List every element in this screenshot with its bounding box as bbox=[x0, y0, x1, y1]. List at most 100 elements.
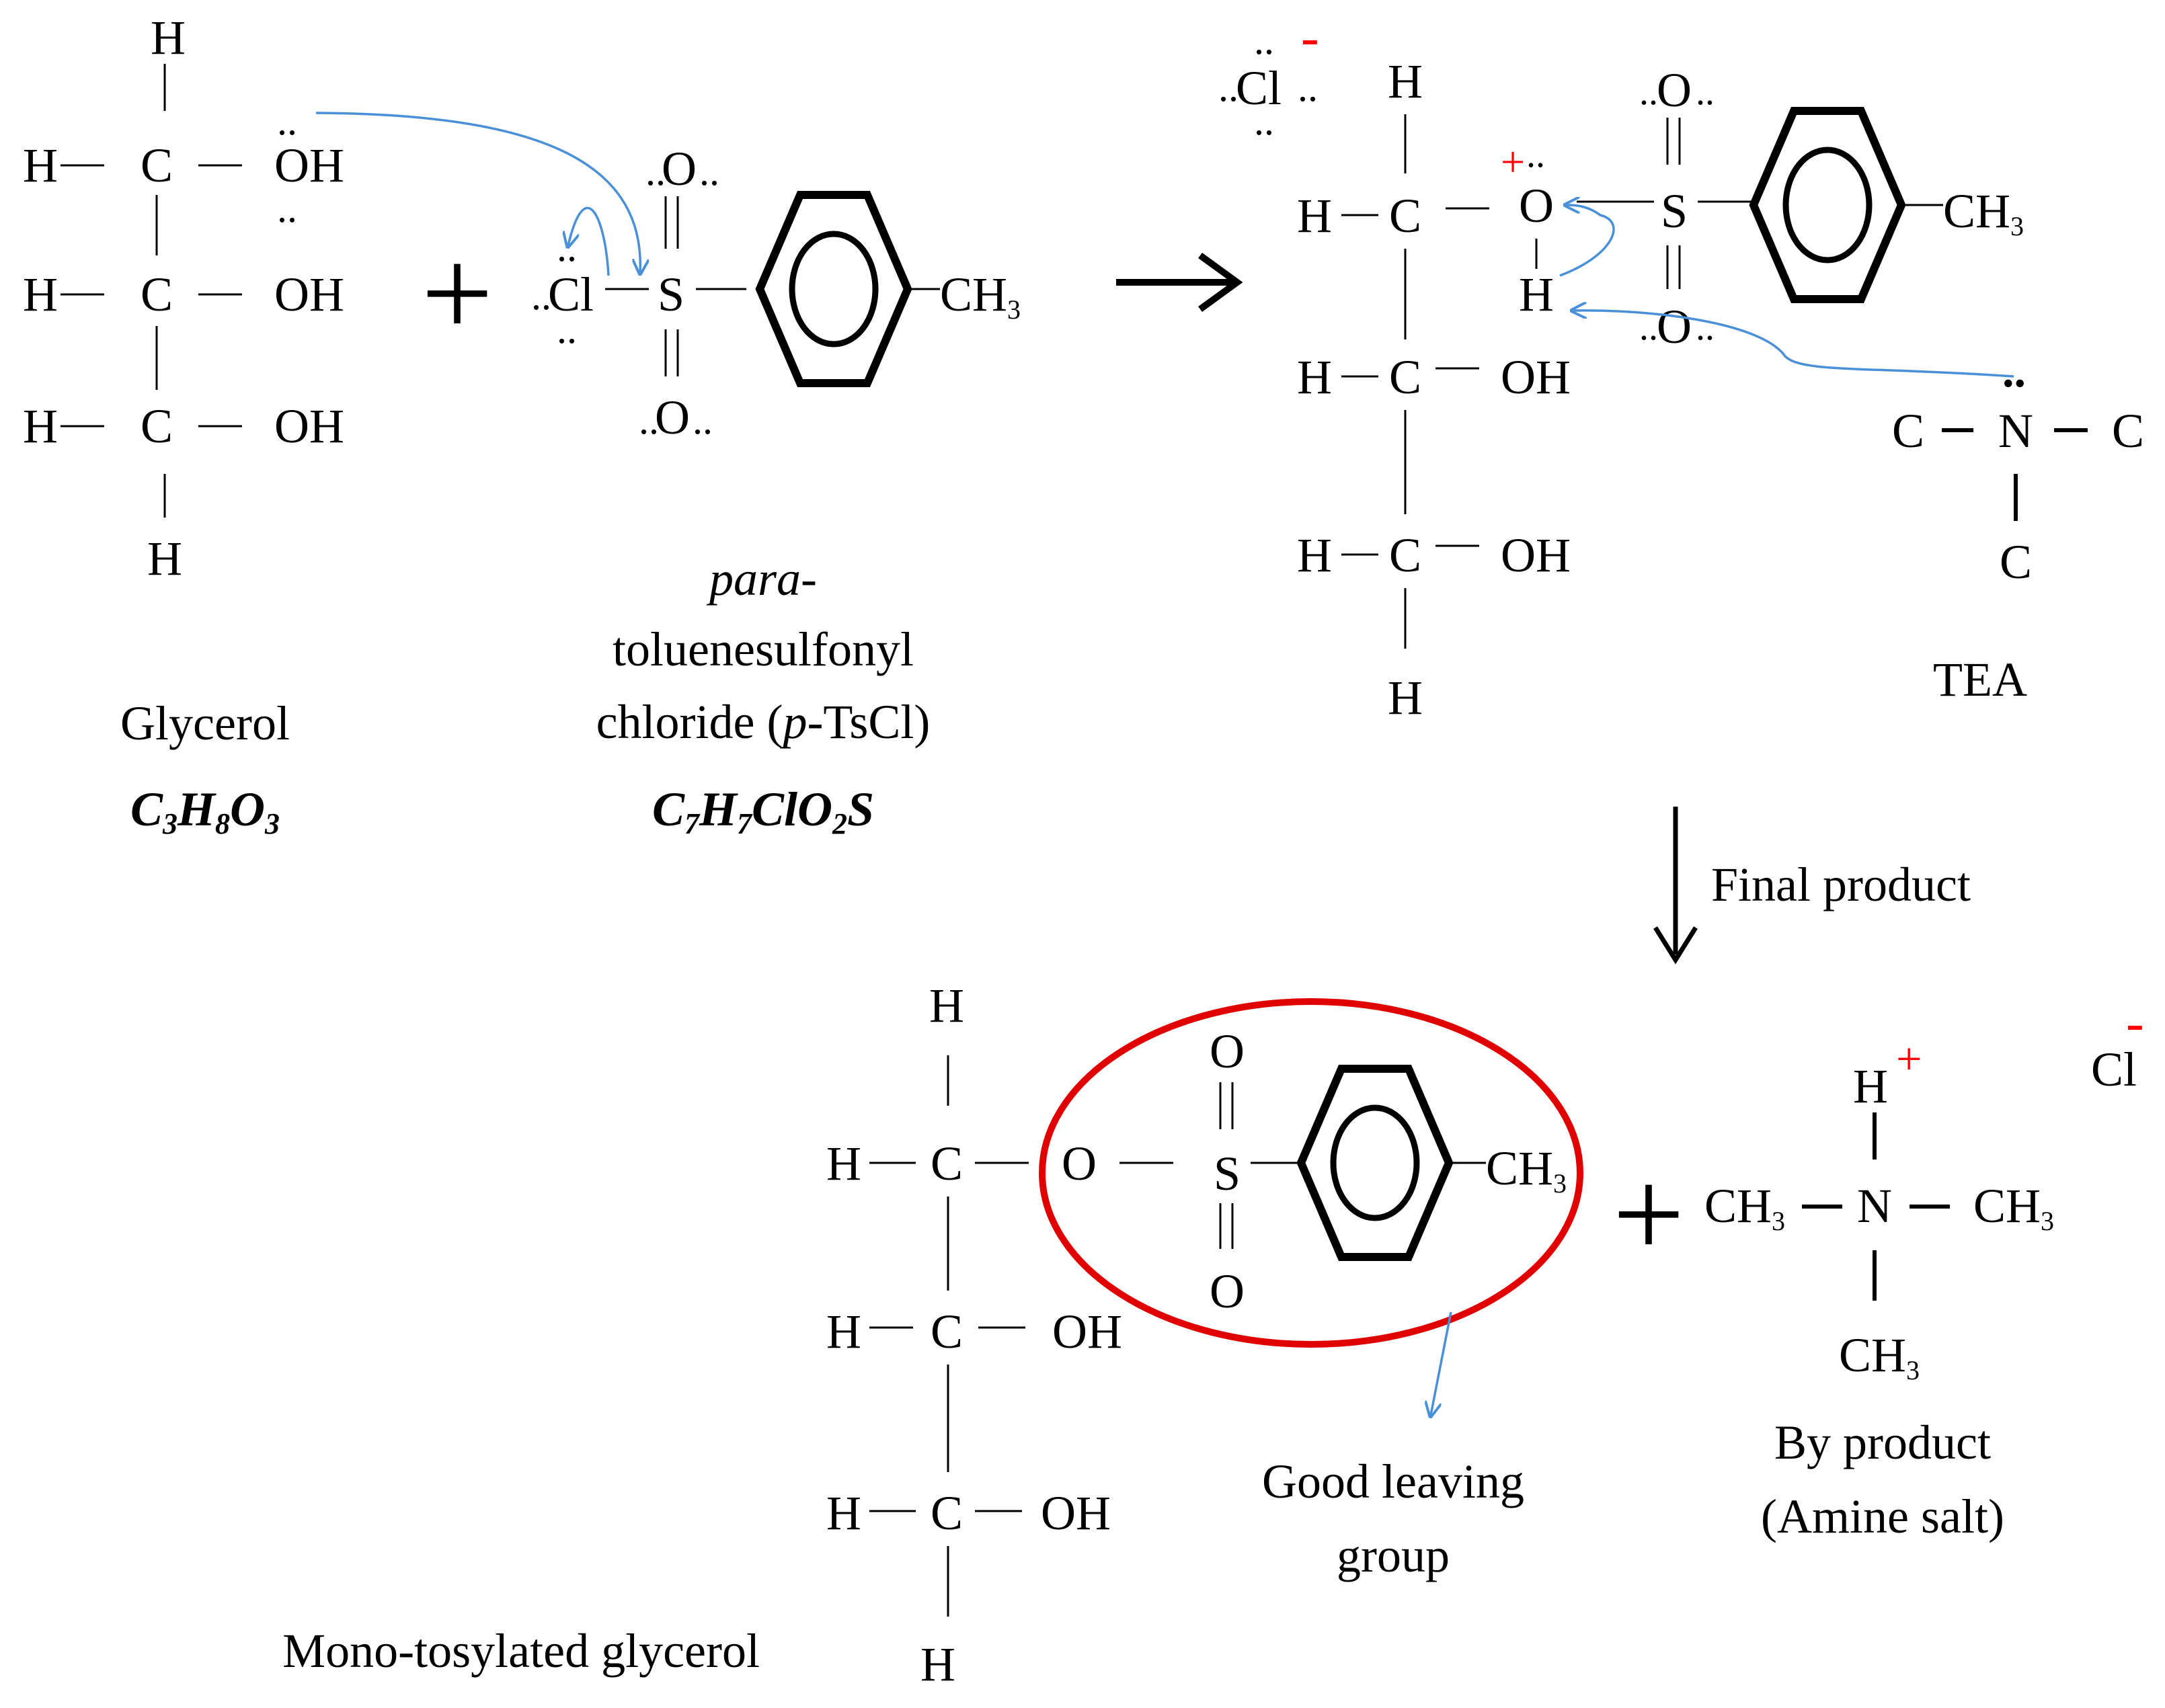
product-structure: H H C O O S O CH3 H C OH H C OH H Mono-t… bbox=[282, 979, 1567, 1691]
amine-salt-structure: H + CH3 N CH3 CH3 Cl - By product (Amine… bbox=[1704, 993, 2144, 1543]
lone-pair: .. bbox=[1639, 71, 1658, 113]
atom-c: C bbox=[141, 268, 173, 321]
lone-pair: .. bbox=[2002, 345, 2026, 397]
leaving-group-label-line2: group bbox=[1337, 1529, 1450, 1582]
plus-sign: + bbox=[421, 223, 493, 364]
atom-h: H bbox=[826, 1137, 861, 1190]
hydroxyl-group: OH bbox=[1501, 350, 1571, 404]
atom-c: C bbox=[931, 1305, 963, 1358]
atom-h: H bbox=[929, 979, 964, 1032]
benzene-ring bbox=[1296, 1065, 1454, 1261]
chloride-ion: Cl bbox=[1236, 61, 1282, 115]
tea-label: TEA bbox=[1933, 653, 2027, 706]
leaving-group-highlight bbox=[1039, 998, 1583, 1348]
protonated-oxygen: O bbox=[1519, 179, 1554, 233]
hydroxyl-group: OH bbox=[274, 399, 344, 453]
atom-h: H bbox=[151, 11, 186, 65]
atom-h: H bbox=[826, 1486, 861, 1540]
tscl-formula: C7H7ClO2S bbox=[652, 782, 874, 840]
atom-o: O bbox=[655, 391, 690, 444]
atom-o: O bbox=[1062, 1137, 1097, 1190]
positive-charge: + bbox=[1501, 138, 1525, 186]
lone-pair: .. bbox=[557, 225, 577, 270]
atom-h: H bbox=[1388, 54, 1423, 108]
hydroxyl-group: OH bbox=[1501, 528, 1571, 582]
lone-pair: .. bbox=[639, 398, 659, 442]
electron-arrow bbox=[1559, 205, 1615, 277]
atom-c: C bbox=[1389, 528, 1421, 582]
tscl-structure: O .. .. Cl .. .. .. S O .. .. CH3 bbox=[531, 142, 1021, 444]
lone-pair: .. bbox=[1526, 134, 1545, 175]
byproduct-label-line2: (Amine salt) bbox=[1761, 1490, 2004, 1543]
aromatic-circle bbox=[789, 231, 879, 348]
lone-pair: .. bbox=[693, 398, 713, 442]
positive-charge: + bbox=[1896, 1033, 1922, 1084]
plus-sign: + bbox=[1612, 1144, 1684, 1285]
methyl-group: CH3 bbox=[940, 268, 1021, 325]
methyl-group: CH3 bbox=[1973, 1179, 2054, 1236]
atom-h: H bbox=[1853, 1059, 1888, 1113]
negative-charge: - bbox=[1301, 8, 1319, 67]
aromatic-circle bbox=[1782, 147, 1873, 263]
atom-s: S bbox=[1661, 184, 1688, 238]
lone-pair: .. bbox=[1218, 65, 1238, 110]
negative-charge: - bbox=[2126, 993, 2144, 1053]
chloride-ion: Cl bbox=[2091, 1043, 2137, 1096]
atom-o: O bbox=[1210, 1264, 1245, 1318]
tscl-label: para- toluenesulfonyl chloride (p-TsCl) … bbox=[596, 552, 931, 840]
methyl-group: CH3 bbox=[1704, 1179, 1785, 1236]
methyl-group: CH3 bbox=[1839, 1328, 1920, 1385]
lone-pair: .. bbox=[645, 149, 666, 194]
atom-h: H bbox=[23, 138, 58, 192]
aromatic-circle bbox=[1330, 1104, 1420, 1221]
atom-c: C bbox=[2000, 535, 2032, 589]
methyl-group: CH3 bbox=[1943, 184, 2024, 241]
atom-o: O bbox=[662, 142, 697, 196]
atom-c: C bbox=[141, 399, 173, 453]
benzene-ring bbox=[1749, 107, 1906, 303]
atom-c: C bbox=[1389, 189, 1421, 243]
atom-o: O bbox=[1657, 300, 1692, 354]
lone-pair: .. bbox=[1254, 99, 1274, 143]
atom-s: S bbox=[1214, 1147, 1241, 1201]
glycerol-name: Glycerol bbox=[120, 696, 290, 750]
intermediate-structure: Cl .. .. .. .. - H H C O + .. H O .. .. … bbox=[1218, 8, 2144, 725]
reaction-arrow bbox=[1116, 252, 1243, 313]
atom-c: C bbox=[1892, 404, 1924, 458]
step-arrow bbox=[1653, 807, 1698, 965]
atom-h: H bbox=[1297, 528, 1332, 582]
lone-pair: .. bbox=[277, 99, 297, 143]
leaving-group-label-line1: Good leaving bbox=[1262, 1455, 1524, 1508]
hydroxyl-group: OH bbox=[274, 268, 344, 321]
electron-arrow bbox=[568, 206, 610, 276]
tscl-name-line1: para- bbox=[706, 552, 817, 606]
atom-c: C bbox=[2112, 404, 2144, 458]
product-label: Mono-tosylated glycerol bbox=[282, 1624, 760, 1678]
lone-pair: .. bbox=[1298, 65, 1318, 110]
atom-h: H bbox=[23, 399, 58, 453]
lone-pair: .. bbox=[277, 186, 297, 231]
lone-pair: .. bbox=[531, 274, 551, 318]
hydroxyl-group: OH bbox=[1052, 1305, 1122, 1358]
glycerol-formula: C3H8O3 bbox=[130, 782, 280, 840]
atom-h: H bbox=[147, 532, 182, 585]
atom-h: H bbox=[826, 1305, 861, 1358]
benzene-ring bbox=[755, 191, 912, 387]
tscl-name-line2: toluenesulfonyl bbox=[613, 622, 914, 676]
atom-o: O bbox=[1657, 63, 1692, 117]
lone-pair: .. bbox=[557, 307, 577, 352]
hydroxyl-group: OH bbox=[1041, 1486, 1111, 1540]
atom-c: C bbox=[931, 1137, 963, 1190]
atom-c: C bbox=[1389, 350, 1421, 404]
atom-c: C bbox=[931, 1486, 963, 1540]
glycerol-structure: H H C OH .. .. H C OH H C OH H bbox=[23, 11, 344, 585]
methyl-group: CH3 bbox=[1486, 1141, 1567, 1198]
atom-h: H bbox=[920, 1637, 955, 1691]
lone-pair: .. bbox=[1696, 307, 1715, 348]
electron-arrow bbox=[315, 112, 640, 272]
atom-s: S bbox=[658, 268, 684, 321]
atom-h: H bbox=[1297, 189, 1332, 243]
atom-n: N bbox=[1857, 1179, 1892, 1233]
lone-pair: .. bbox=[1254, 18, 1274, 63]
